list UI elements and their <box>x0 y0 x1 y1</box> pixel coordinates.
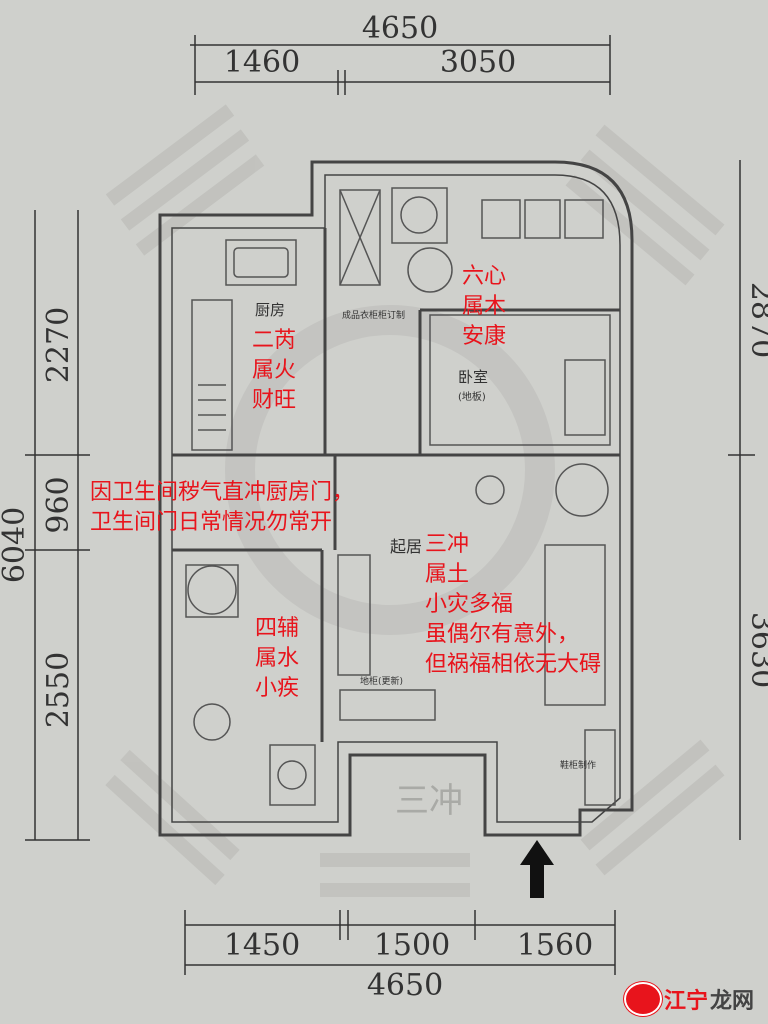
annotation-bedroom-line: 属木 <box>462 294 507 319</box>
dim-top-right: 3050 <box>440 45 516 80</box>
annotation-kitchen-line: 财旺 <box>252 388 297 413</box>
annotation-living-line: 三冲 <box>425 532 470 557</box>
annotation-bathroom-line: 四辅 <box>255 616 300 641</box>
room-living: 起居 <box>390 537 422 556</box>
annotation-warning: 因卫生间秽气直冲厨房门， 卫生间门日常情况勿常开 <box>90 478 354 538</box>
annotation-kitchen: 二芮 属火 财旺 <box>252 326 296 416</box>
annotation-bathroom-line: 属水 <box>255 646 300 671</box>
entrance-arrow-icon <box>520 840 554 898</box>
room-wardrobe: 成品衣柜柜订制 <box>342 309 405 321</box>
dim-right-bottom: 3630 <box>744 612 768 688</box>
dimension-labels: 4650 1460 3050 6040 2270 960 2550 2870 3… <box>0 11 768 1003</box>
annotation-kitchen-line: 属火 <box>252 358 297 383</box>
annotation-living-line: 虽偶尔有意外， <box>425 622 580 647</box>
annotation-living-line: 小灾多福 <box>425 592 514 617</box>
annotation-living-line: 属土 <box>425 562 470 587</box>
dim-bottom-left: 1450 <box>224 928 300 963</box>
room-sanchong-watermark: 三冲 <box>395 781 463 821</box>
room-floor-cabinet: 地柜(更新) <box>360 675 403 687</box>
annotation-kitchen-line: 二芮 <box>252 328 297 353</box>
watermark-text-part2: 龙网 <box>709 989 754 1014</box>
room-shoe-cabinet: 鞋柜制作 <box>560 759 596 771</box>
dim-bottom-total: 4650 <box>367 968 443 1003</box>
site-watermark: 江宁 龙网 <box>623 982 754 1016</box>
bagua-background <box>105 104 725 897</box>
room-bedroom-floor: (地板) <box>458 390 486 403</box>
watermark-text-part1: 江宁 <box>663 989 708 1014</box>
dim-top-left: 1460 <box>224 45 300 80</box>
annotation-bedroom-line: 安康 <box>462 324 507 349</box>
annotation-living-line: 但祸福相依无大碍 <box>425 652 602 677</box>
annotation-bathroom: 四辅 属水 小疾 <box>255 614 299 704</box>
annotation-bedroom-line: 六心 <box>462 264 507 289</box>
watermark-logo-icon <box>623 982 662 1016</box>
room-labels: 厨房 卧室 (地板) 起居 成品衣柜柜订制 地柜(更新) 鞋柜制作 三冲 <box>255 301 596 821</box>
dim-left-bottom: 2550 <box>41 652 76 728</box>
dim-right-top: 2870 <box>744 282 768 358</box>
room-kitchen: 厨房 <box>255 301 285 319</box>
dim-left-mid: 960 <box>41 476 76 533</box>
annotation-bathroom-line: 小疾 <box>255 676 300 701</box>
room-bedroom: 卧室 <box>458 368 488 386</box>
dim-bottom-mid: 1500 <box>374 928 450 963</box>
dim-bottom-right: 1560 <box>517 928 593 963</box>
annotation-bedroom: 六心 属木 安康 <box>462 262 506 352</box>
furniture <box>185 187 616 806</box>
dim-left-top: 2270 <box>41 307 76 383</box>
dim-top-total: 4650 <box>362 11 438 46</box>
walls <box>158 160 634 837</box>
annotation-warning-line: 因卫生间秽气直冲厨房门， <box>90 480 355 505</box>
annotation-warning-line: 卫生间门日常情况勿常开 <box>90 510 333 535</box>
dimension-lines <box>25 35 755 975</box>
dim-left-total: 6040 <box>0 507 32 583</box>
annotation-living: 三冲 属土 小灾多福 虽偶尔有意外， 但祸福相依无大碍 <box>425 530 601 680</box>
